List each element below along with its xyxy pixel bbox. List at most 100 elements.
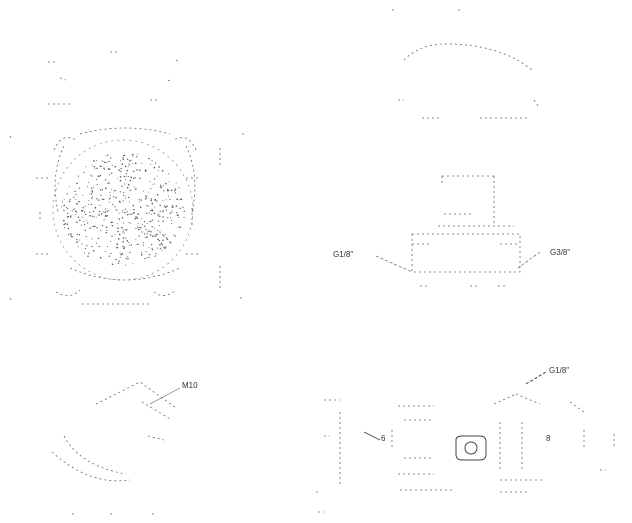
mesh-dot [154,235,157,238]
mesh-dot [122,157,124,159]
mesh-dot [92,186,94,188]
mesh-dot [119,160,122,162]
mesh-dot [128,258,130,260]
mesh-dot [149,180,151,182]
mesh-dot [109,174,111,176]
mesh-dot [67,227,70,230]
mesh-dot [90,193,93,195]
mesh-dot [146,233,148,235]
mesh-ring [52,139,194,281]
mesh-dot [159,247,162,250]
mesh-dot [136,243,138,245]
mesh-dot [112,196,115,198]
mesh-dot [137,226,139,228]
mesh-dot [156,200,158,202]
mesh-dot [162,216,164,218]
mesh-dot [136,154,138,156]
mesh-dot [136,169,138,171]
mesh-dot [88,181,90,183]
mesh-dot [75,199,77,200]
mesh-dot [123,247,125,250]
mesh-dot [108,182,110,184]
mesh-dot [63,223,65,226]
mesh-dot [109,240,111,242]
mesh-dot [146,212,148,215]
mesh-dot [138,235,140,237]
mesh-dot [165,182,167,185]
mesh-dot [117,230,119,233]
mesh-dot [157,238,159,241]
mesh-dot [149,234,152,236]
mesh-dot [109,192,111,194]
mesh-dot [123,175,125,178]
mesh-dot [132,155,134,157]
mesh-dot [88,252,90,255]
mesh-dot [84,248,86,250]
mesh-dot [133,208,135,211]
mesh-dot [160,186,162,189]
mesh-dot [92,250,95,252]
mesh-dot [154,206,156,208]
mesh-dot [163,190,165,192]
mesh-dot [128,163,130,165]
mesh-dot [157,230,159,232]
mesh-dot [108,255,110,257]
mesh-dot [122,158,124,161]
mesh-dot [100,194,102,197]
mesh-dot [166,238,169,241]
mesh-dot [122,231,124,233]
mesh-dot [137,243,139,245]
mesh-dot [165,199,167,201]
mesh-dot [123,211,126,214]
mesh-dot [150,209,152,212]
mesh-dot [111,221,113,223]
mesh-dot [146,196,148,198]
mesh-dot [124,208,127,210]
mesh-dot [169,198,171,200]
mesh-dot [159,184,162,186]
mesh-dot [103,167,105,169]
mesh-dot [105,187,107,189]
label-top-port-thread: G1/8" [549,366,570,375]
mesh-dot [82,216,84,218]
mesh-dot [105,208,107,210]
mesh-dot [156,175,158,177]
mesh-dot [163,246,165,249]
mesh-dot [91,197,93,200]
mesh-dot [110,252,112,255]
mesh-dot [151,160,153,162]
mesh-dot [87,255,89,258]
mesh-dot [129,209,131,211]
mesh-dot [128,221,130,224]
mesh-dot [98,210,101,213]
mesh-dot [63,204,65,207]
mesh-dot [132,213,134,215]
mesh-dot [148,212,150,214]
mesh-dot [78,200,80,203]
mesh-dot [141,223,143,225]
mesh-dot [162,185,164,187]
mesh-dot [91,164,93,166]
mesh-dot [85,236,87,238]
mesh-dot [129,223,131,225]
mesh-dot [106,245,109,248]
mesh-dot [61,206,62,208]
mesh-dot [126,240,129,242]
mesh-dot [79,219,81,221]
mesh-dot [115,247,118,249]
detail-solid [363,371,547,461]
mesh-dot [150,220,152,223]
mesh-dot [156,247,158,249]
mesh-dot [126,170,128,172]
mesh-dot [136,217,139,220]
mesh-dot [85,220,87,222]
mesh-dot [87,186,88,188]
mesh-dot [66,223,68,226]
mesh-dot [141,162,143,164]
mesh-dot [101,225,104,227]
detail-view [316,393,615,513]
mesh-dot [161,244,163,246]
mesh-dot [130,176,132,179]
mesh-dot [81,210,83,212]
mesh-dot [165,209,167,211]
